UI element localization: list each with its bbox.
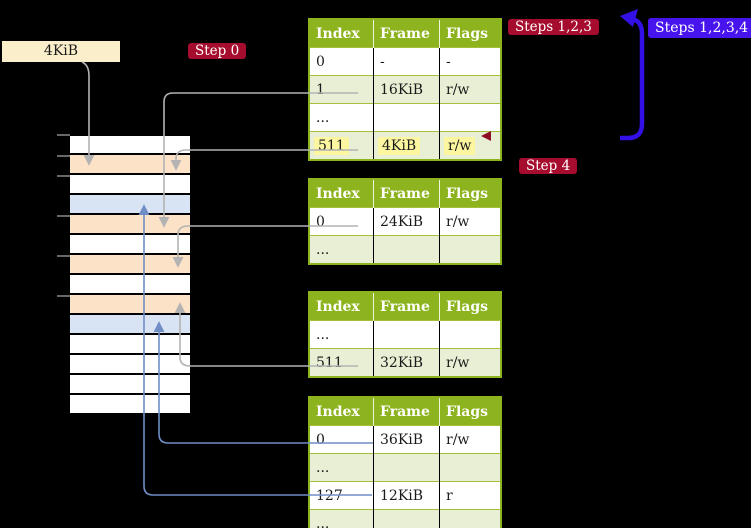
column-header-flags: Flags — [439, 179, 501, 208]
memory-ticks — [57, 134, 70, 297]
memory-row-7 — [70, 255, 190, 275]
table-cell — [373, 453, 440, 482]
table-row: ... — [309, 320, 501, 349]
memory-row-13 — [70, 375, 190, 395]
column-header-flags: Flags — [439, 292, 501, 321]
column-header-index: Index — [309, 292, 374, 321]
memory-row-6 — [70, 235, 190, 255]
table-cell: 16KiB — [373, 75, 440, 104]
memory-row-8 — [70, 275, 190, 295]
table-cell: 0 — [309, 207, 374, 236]
memory-column — [70, 135, 190, 416]
table-cell: ... — [309, 453, 374, 482]
table-cell — [439, 320, 501, 349]
table-cell: - — [373, 47, 440, 76]
memory-row-14 — [70, 395, 190, 415]
column-header-index: Index — [309, 19, 374, 48]
memory-row-11 — [70, 335, 190, 355]
table-cell: 0 — [309, 425, 374, 454]
table-cell: r — [439, 481, 501, 510]
step-4-badge: Step 4 — [519, 158, 578, 174]
memory-row-3 — [70, 175, 190, 195]
column-header-frame: Frame — [373, 397, 440, 426]
table-cell: 4KiB — [373, 131, 440, 160]
memory-row-2 — [70, 155, 190, 175]
highlighted-value: 4KiB — [378, 136, 421, 155]
table-row: ... — [309, 509, 501, 528]
column-header-index: Index — [309, 397, 374, 426]
memory-row-9 — [70, 295, 190, 315]
table-cell: 1 — [309, 75, 374, 104]
memory-row-12 — [70, 355, 190, 375]
table-cell: ... — [309, 320, 374, 349]
table-cell — [373, 103, 440, 132]
highlighted-value: 511 — [314, 136, 349, 155]
table-cell: - — [439, 47, 501, 76]
table-cell — [373, 320, 440, 349]
table-cell: r/w — [439, 207, 501, 236]
table-cell — [439, 453, 501, 482]
frame-size-label-box: 4KiB — [2, 41, 120, 62]
steps-loop-arrow — [620, 16, 645, 141]
table-cell: 32KiB — [373, 348, 440, 377]
table-cell — [373, 509, 440, 528]
table-row: 511 4KiB r/w — [309, 131, 501, 160]
column-header-flags: Flags — [439, 397, 501, 426]
table-row: ... — [309, 235, 501, 264]
table-cell: 36KiB — [373, 425, 440, 454]
table-cell — [439, 103, 501, 132]
table-cell: 511 — [309, 131, 374, 160]
memory-row-1 — [70, 135, 190, 155]
step-0-badge: Step 0 — [188, 43, 247, 59]
highlighted-value: r/w — [444, 136, 476, 155]
table-cell: ... — [309, 103, 374, 132]
table-cell: r/w — [439, 348, 501, 377]
column-header-frame: Frame — [373, 179, 440, 208]
table-row: ... — [309, 453, 501, 482]
table-cell: ... — [309, 235, 374, 264]
table-cell — [439, 509, 501, 528]
table-cell — [439, 235, 501, 264]
table-row: 0-- — [309, 47, 501, 76]
steps-loop-arrowhead — [620, 9, 638, 27]
table-cell — [373, 235, 440, 264]
table-cell: r/w — [439, 425, 501, 454]
table-cell: 511 — [309, 348, 374, 377]
table-cell: r/w — [439, 131, 501, 160]
steps-1-2-3-4-badge: Steps 1,2,3,4 — [648, 18, 751, 38]
column-header-frame: Frame — [373, 19, 440, 48]
table-cell: 0 — [309, 47, 374, 76]
table-cell: ... — [309, 509, 374, 528]
steps-1-2-3-badge: Steps 1,2,3 — [508, 19, 599, 35]
table-cell: 127 — [309, 481, 374, 510]
memory-row-4 — [70, 195, 190, 215]
table-cell: r/w — [439, 75, 501, 104]
memory-row-10 — [70, 315, 190, 335]
table-row: ... — [309, 103, 501, 132]
memory-row-5 — [70, 215, 190, 235]
column-header-flags: Flags — [439, 19, 501, 48]
column-header-frame: Frame — [373, 292, 440, 321]
table-cell: 24KiB — [373, 207, 440, 236]
table-cell: 12KiB — [373, 481, 440, 510]
column-header-index: Index — [309, 179, 374, 208]
